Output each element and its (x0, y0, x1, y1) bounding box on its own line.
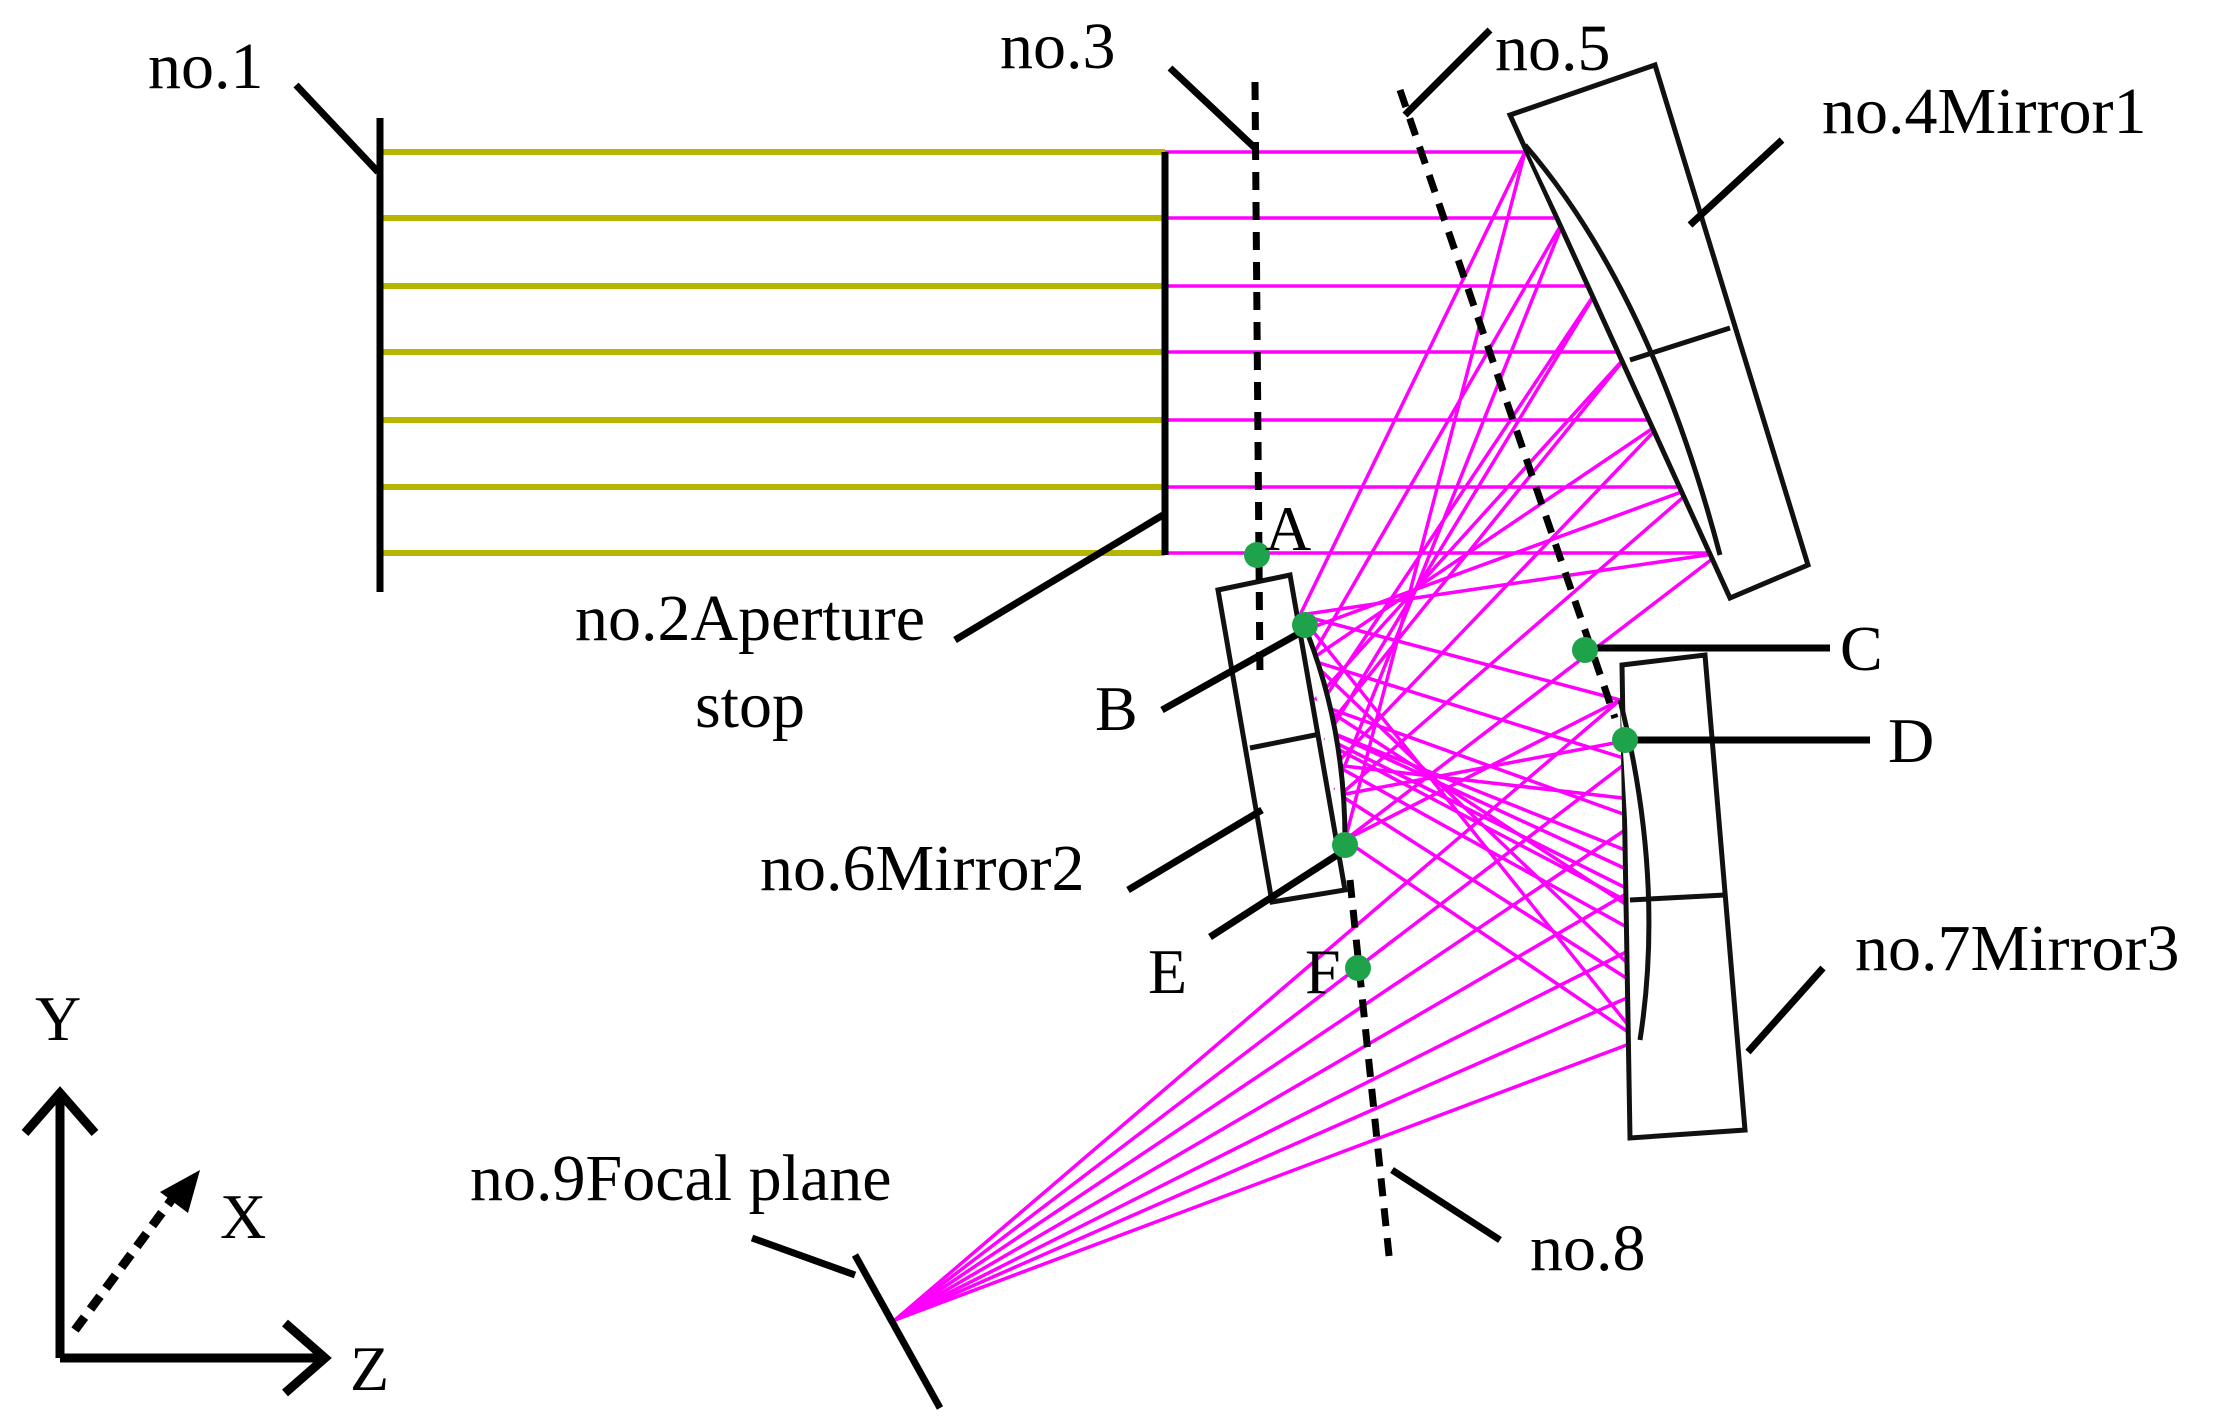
point-b-label: B (1095, 673, 1138, 744)
leader-lines (293, 27, 1870, 1279)
point-f-label: F (1305, 936, 1341, 1007)
plane-no5 (1396, 88, 1619, 720)
point-a-label: A (1265, 493, 1311, 564)
point-e-label: E (1148, 936, 1187, 1007)
marker-points (1244, 542, 1638, 981)
label-no5: no.5 (1495, 12, 1611, 85)
axis-y-label: Y (35, 983, 81, 1054)
label-no3: no.3 (1000, 10, 1116, 83)
point-c-label: C (1840, 613, 1883, 684)
label-no9-focal-plane: no.9Focal plane (470, 1142, 892, 1215)
axis-z-label: Z (350, 1333, 389, 1404)
point-a-marker (1244, 542, 1270, 568)
focal-plane (851, 1253, 944, 1410)
point-b-marker (1292, 612, 1318, 638)
point-f-marker (1345, 955, 1371, 981)
mirror2 (1215, 572, 1348, 905)
label-no6-mirror2: no.6Mirror2 (760, 832, 1084, 905)
label-no1: no.1 (148, 30, 264, 103)
point-d-marker (1612, 727, 1638, 753)
label-no7-mirror3: no.7Mirror3 (1855, 912, 2179, 985)
plane-no8 (1346, 879, 1394, 1266)
label-no4-mirror1: no.4Mirror1 (1822, 75, 2146, 148)
label-no8: no.8 (1530, 1212, 1646, 1285)
mirror3 (1617, 652, 1748, 1141)
axis-x-label: X (220, 1181, 266, 1252)
plane-no3 (1251, 81, 1264, 681)
point-e-marker (1332, 832, 1358, 858)
label-no2-aperture: no.2Aperture (575, 582, 925, 655)
coordinate-axes (21, 1086, 332, 1397)
point-d-label: D (1888, 705, 1934, 776)
incoming-parallel-rays (380, 149, 1165, 556)
point-c-marker (1572, 637, 1598, 663)
reflected-ray-paths (893, 150, 1722, 1322)
mirror1 (1506, 61, 1812, 602)
label-no2-stop: stop (695, 669, 805, 742)
